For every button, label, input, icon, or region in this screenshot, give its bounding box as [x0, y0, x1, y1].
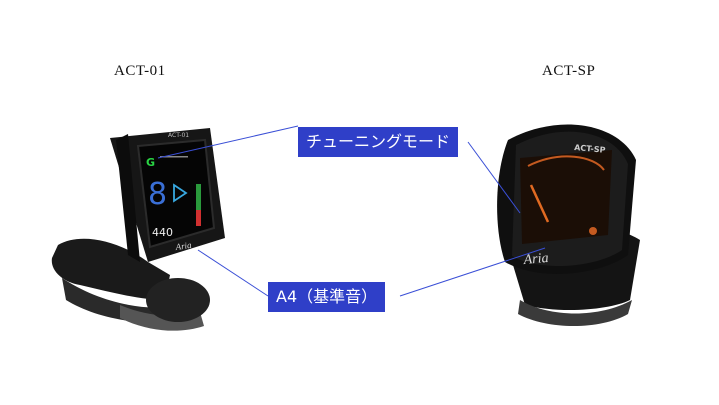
tuning-mode-callout: チューニングモード — [298, 127, 459, 157]
screen-model-text-right: ACT-SP — [574, 143, 606, 155]
brand-logo-left: Aria — [174, 240, 193, 252]
a4-reference-callout: A4（基準音） — [268, 282, 386, 312]
brand-logo-right: Aria — [522, 251, 549, 268]
big-digit: 8 — [148, 177, 167, 212]
frequency-readout: 440 — [152, 226, 173, 239]
right-model-label: ACT-SP — [542, 63, 596, 79]
note-indicator: G — [146, 156, 155, 169]
left-model-label: ACT-01 — [114, 63, 166, 79]
screen-model-text: ACT-01 — [168, 132, 189, 139]
